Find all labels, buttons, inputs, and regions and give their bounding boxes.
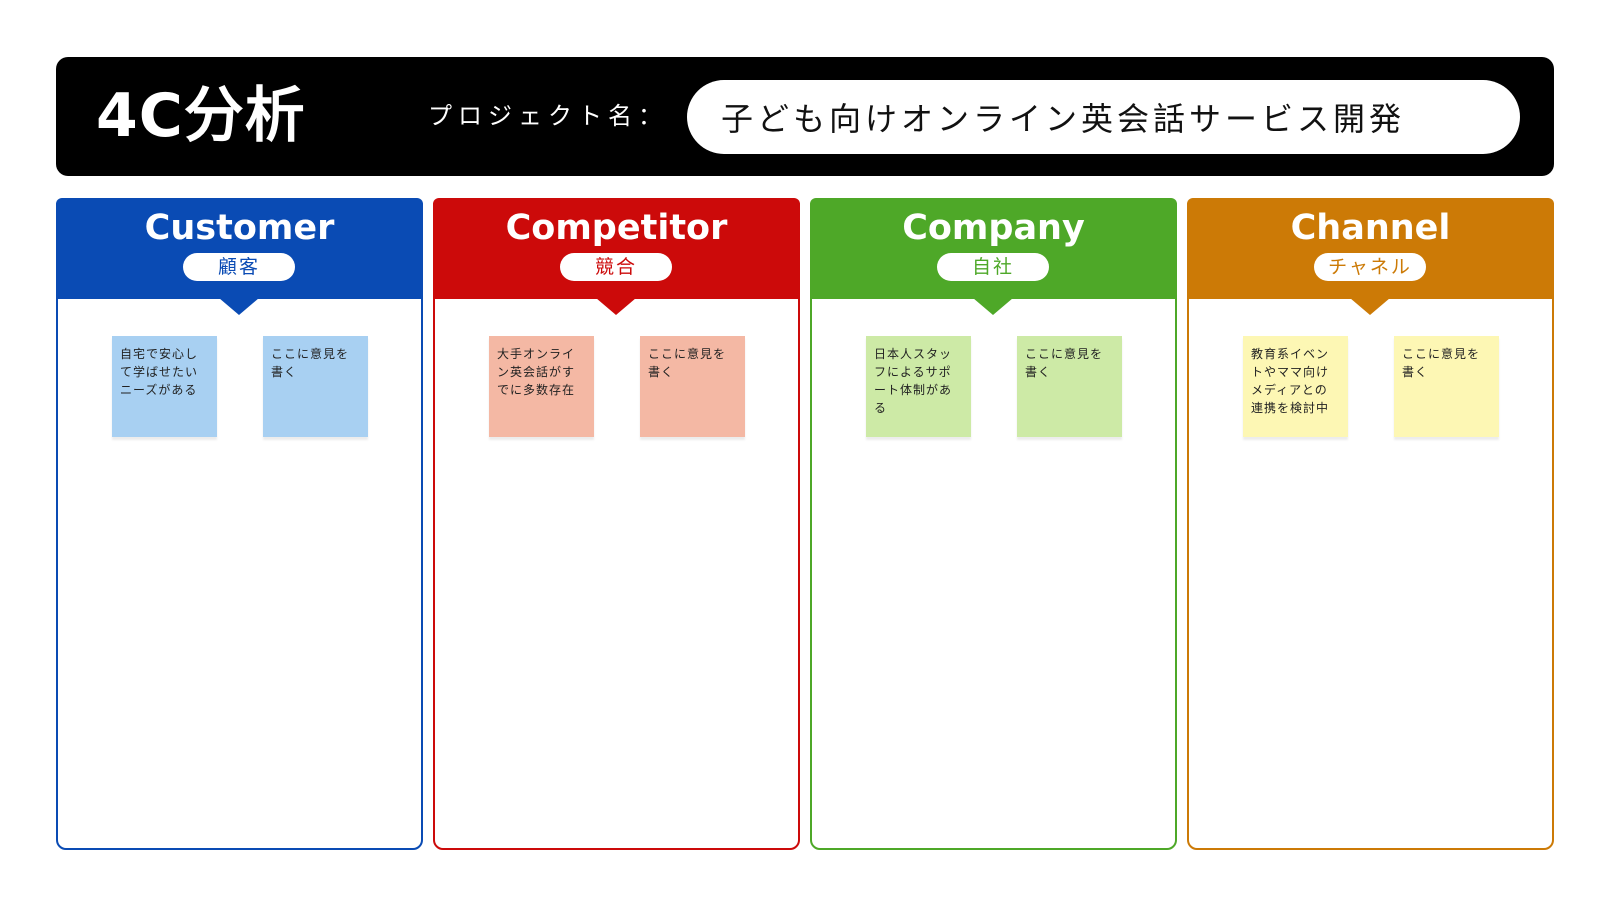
- sticky-note[interactable]: ここに意見を書く: [263, 336, 368, 437]
- page-title: 4C分析: [96, 81, 306, 151]
- board-competitor: Competitor 競合 大手オンライン英会話がすでに多数存在 ここに意見を書…: [433, 198, 800, 850]
- sticky-note[interactable]: 教育系イベントやママ向けメディアとの連携を検討中: [1243, 336, 1348, 437]
- board-pointer: [219, 298, 259, 315]
- board-title: Channel: [1290, 208, 1451, 248]
- board-title: Customer: [144, 208, 335, 248]
- board-customer: Customer 顧客 自宅で安心して学ばせたいニーズがある ここに意見を書く: [56, 198, 423, 850]
- board-pointer: [1350, 298, 1390, 315]
- project-name-field[interactable]: 子ども向けオンライン英会話サービス開発: [687, 80, 1520, 154]
- board-title: Competitor: [505, 208, 728, 248]
- board-header: Company 自社: [810, 198, 1177, 315]
- board-header: Channel チャネル: [1187, 198, 1554, 315]
- board-subtitle-badge: 自社: [937, 253, 1049, 281]
- board-channel: Channel チャネル 教育系イベントやママ向けメディアとの連携を検討中 ここ…: [1187, 198, 1554, 850]
- sticky-note[interactable]: 自宅で安心して学ばせたいニーズがある: [112, 336, 217, 437]
- board-header: Competitor 競合: [433, 198, 800, 315]
- sticky-note[interactable]: 日本人スタッフによるサポート体制がある: [866, 336, 971, 437]
- sticky-note[interactable]: ここに意見を書く: [1394, 336, 1499, 437]
- board-subtitle-badge: チャネル: [1314, 253, 1426, 281]
- board-header: Customer 顧客: [56, 198, 423, 315]
- board-title: Company: [902, 208, 1085, 248]
- sticky-note[interactable]: 大手オンライン英会話がすでに多数存在: [489, 336, 594, 437]
- board-subtitle-badge: 顧客: [183, 253, 295, 281]
- board-subtitle-badge: 競合: [560, 253, 672, 281]
- board-pointer: [973, 298, 1013, 315]
- board-pointer: [596, 298, 636, 315]
- header-bar: 4C分析 プロジェクト名： 子ども向けオンライン英会話サービス開発: [56, 57, 1554, 176]
- sticky-note[interactable]: ここに意見を書く: [1017, 336, 1122, 437]
- project-name-label: プロジェクト名：: [428, 102, 668, 130]
- board-company: Company 自社 日本人スタッフによるサポート体制がある ここに意見を書く: [810, 198, 1177, 850]
- sticky-note[interactable]: ここに意見を書く: [640, 336, 745, 437]
